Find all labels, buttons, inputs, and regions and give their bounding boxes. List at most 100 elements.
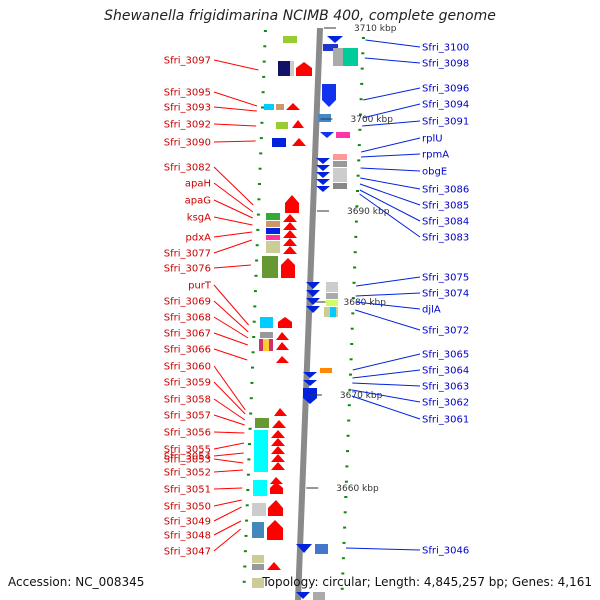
gene-label-forward[interactable]: Sfri_3060 xyxy=(164,362,211,373)
gene-label-reverse[interactable]: Sfri_3072 xyxy=(422,326,469,337)
gene-label-forward[interactable]: Sfri_3068 xyxy=(164,313,211,324)
gene-arrow-reverse[interactable] xyxy=(306,282,320,289)
gene-label-reverse[interactable]: Sfri_3094 xyxy=(422,100,469,111)
gene-label-reverse[interactable]: Sfri_3075 xyxy=(422,273,469,284)
gene-label-forward[interactable]: Sfri_3054 xyxy=(164,452,211,463)
left-gene-labels[interactable]: Sfri_3097Sfri_3095Sfri_3093Sfri_3092Sfri… xyxy=(164,56,259,558)
gene-label-forward[interactable]: Sfri_3077 xyxy=(164,249,211,260)
gene-label-forward[interactable]: Sfri_3097 xyxy=(164,56,211,67)
gene-arrow-reverse[interactable] xyxy=(306,290,320,297)
gene-arrow-forward[interactable] xyxy=(283,230,297,238)
gene-block[interactable] xyxy=(260,332,273,338)
gene-arrow-reverse[interactable] xyxy=(316,165,330,171)
gene-block[interactable] xyxy=(252,564,264,570)
gene-label-reverse[interactable]: Sfri_3096 xyxy=(422,84,469,95)
gene-block[interactable] xyxy=(252,522,264,538)
gene-block[interactable] xyxy=(333,183,347,189)
gene-arrow-forward[interactable] xyxy=(283,214,297,222)
gene-label-reverse[interactable]: Sfri_3062 xyxy=(422,398,469,409)
gene-block[interactable] xyxy=(343,48,358,66)
gene-label-forward[interactable]: Sfri_3059 xyxy=(164,378,211,389)
gene-label-forward[interactable]: Sfri_3066 xyxy=(164,345,211,356)
gene-block[interactable] xyxy=(323,44,338,51)
gene-label-reverse[interactable]: Sfri_3086 xyxy=(422,185,469,196)
gene-arrow-forward[interactable] xyxy=(292,120,304,128)
gene-arrow-forward[interactable] xyxy=(270,477,283,484)
gene-arrow-reverse[interactable] xyxy=(303,372,317,378)
gene-block[interactable] xyxy=(255,418,269,428)
gene-block[interactable] xyxy=(252,555,264,563)
gene-arrow-forward[interactable] xyxy=(285,195,299,213)
gene-label-reverse[interactable]: Sfri_3061 xyxy=(422,415,469,426)
gene-arrow-reverse[interactable] xyxy=(322,84,336,107)
gene-label-reverse[interactable]: Sfri_3046 xyxy=(422,546,469,557)
right-gene-labels[interactable]: Sfri_3100Sfri_3098Sfri_3096Sfri_3094Sfri… xyxy=(345,39,469,557)
gene-label-forward[interactable]: Sfri_3053 xyxy=(164,455,211,466)
gene-label-forward[interactable]: Sfri_3055 xyxy=(164,445,211,456)
gene-block[interactable] xyxy=(266,213,280,220)
gene-label-reverse[interactable]: Sfri_3065 xyxy=(422,350,469,361)
gene-arrow-forward[interactable] xyxy=(272,420,286,428)
gene-arrow-reverse[interactable] xyxy=(316,179,330,185)
gene-block[interactable] xyxy=(333,168,347,182)
gene-arrow-forward[interactable] xyxy=(276,332,289,340)
gene-label-forward[interactable]: Sfri_3050 xyxy=(164,502,211,513)
gene-arrow-reverse[interactable] xyxy=(316,172,330,178)
gene-label-reverse[interactable]: Sfri_3063 xyxy=(422,382,469,393)
gene-label-forward[interactable]: purT xyxy=(188,281,212,292)
gene-label-forward[interactable]: Sfri_3069 xyxy=(164,297,211,308)
gene-block[interactable] xyxy=(266,241,280,253)
gene-label-forward[interactable]: Sfri_3057 xyxy=(164,411,211,422)
gene-block[interactable] xyxy=(326,293,338,299)
gene-block[interactable] xyxy=(330,307,336,317)
gene-arrow-forward[interactable] xyxy=(267,562,281,570)
gene-block[interactable] xyxy=(326,282,338,292)
gene-arrow-reverse[interactable] xyxy=(303,388,317,404)
gene-block[interactable] xyxy=(262,256,278,278)
gene-block[interactable] xyxy=(272,138,286,147)
gene-label-forward[interactable]: Sfri_3092 xyxy=(164,120,211,131)
gene-arrow-forward[interactable] xyxy=(271,446,285,454)
gene-label-forward[interactable]: Sfri_3067 xyxy=(164,329,211,340)
gene-label-forward[interactable]: Sfri_3048 xyxy=(164,531,211,542)
gene-label-forward[interactable]: ksgA xyxy=(187,213,211,224)
gene-block[interactable] xyxy=(313,592,325,600)
gene-arrow-reverse[interactable] xyxy=(306,298,320,305)
gene-arrow-forward[interactable] xyxy=(271,462,285,470)
gene-label-forward[interactable]: pdxA xyxy=(186,233,212,244)
gene-block[interactable] xyxy=(254,430,268,472)
gene-blocks[interactable] xyxy=(252,36,358,600)
gene-arrow-reverse[interactable] xyxy=(327,36,343,43)
gene-label-forward[interactable]: Sfri_3090 xyxy=(164,138,211,149)
gene-arrow-forward[interactable] xyxy=(283,238,297,246)
gene-label-forward[interactable]: Sfri_3047 xyxy=(164,547,211,558)
gene-label-forward[interactable]: Sfri_3093 xyxy=(164,103,211,114)
gene-label-forward[interactable]: Sfri_3076 xyxy=(164,264,211,275)
gene-arrow-forward[interactable] xyxy=(271,430,285,438)
gene-block[interactable] xyxy=(276,104,284,110)
gene-block[interactable] xyxy=(318,114,331,122)
gene-arrow-reverse[interactable] xyxy=(303,380,317,386)
gene-arrow-forward[interactable] xyxy=(271,438,285,446)
gene-label-forward[interactable]: apaG xyxy=(185,196,211,207)
gene-label-reverse[interactable]: rplU xyxy=(422,134,443,145)
gene-label-reverse[interactable]: Sfri_3085 xyxy=(422,201,469,212)
gene-arrow-reverse[interactable] xyxy=(296,592,310,599)
gene-block[interactable] xyxy=(253,480,267,496)
gene-arrow-forward[interactable] xyxy=(286,103,300,110)
gene-label-reverse[interactable]: Sfri_3098 xyxy=(422,59,469,70)
gene-label-forward[interactable]: Sfri_3058 xyxy=(164,395,211,406)
gene-label-reverse[interactable]: rpmA xyxy=(422,150,449,161)
gene-block[interactable] xyxy=(290,61,294,76)
gene-label-reverse[interactable]: obgE xyxy=(422,167,447,178)
gene-label-forward[interactable]: Sfri_3056 xyxy=(164,428,211,439)
gene-label-forward[interactable]: Sfri_3049 xyxy=(164,517,211,528)
gene-block[interactable] xyxy=(333,48,343,66)
gene-block[interactable] xyxy=(266,235,280,240)
gene-block[interactable] xyxy=(263,339,269,351)
gene-block[interactable] xyxy=(252,503,266,516)
gene-arrow-forward[interactable] xyxy=(274,408,287,416)
gene-arrow-forward[interactable] xyxy=(270,482,283,494)
gene-arrow-reverse[interactable] xyxy=(306,306,320,313)
